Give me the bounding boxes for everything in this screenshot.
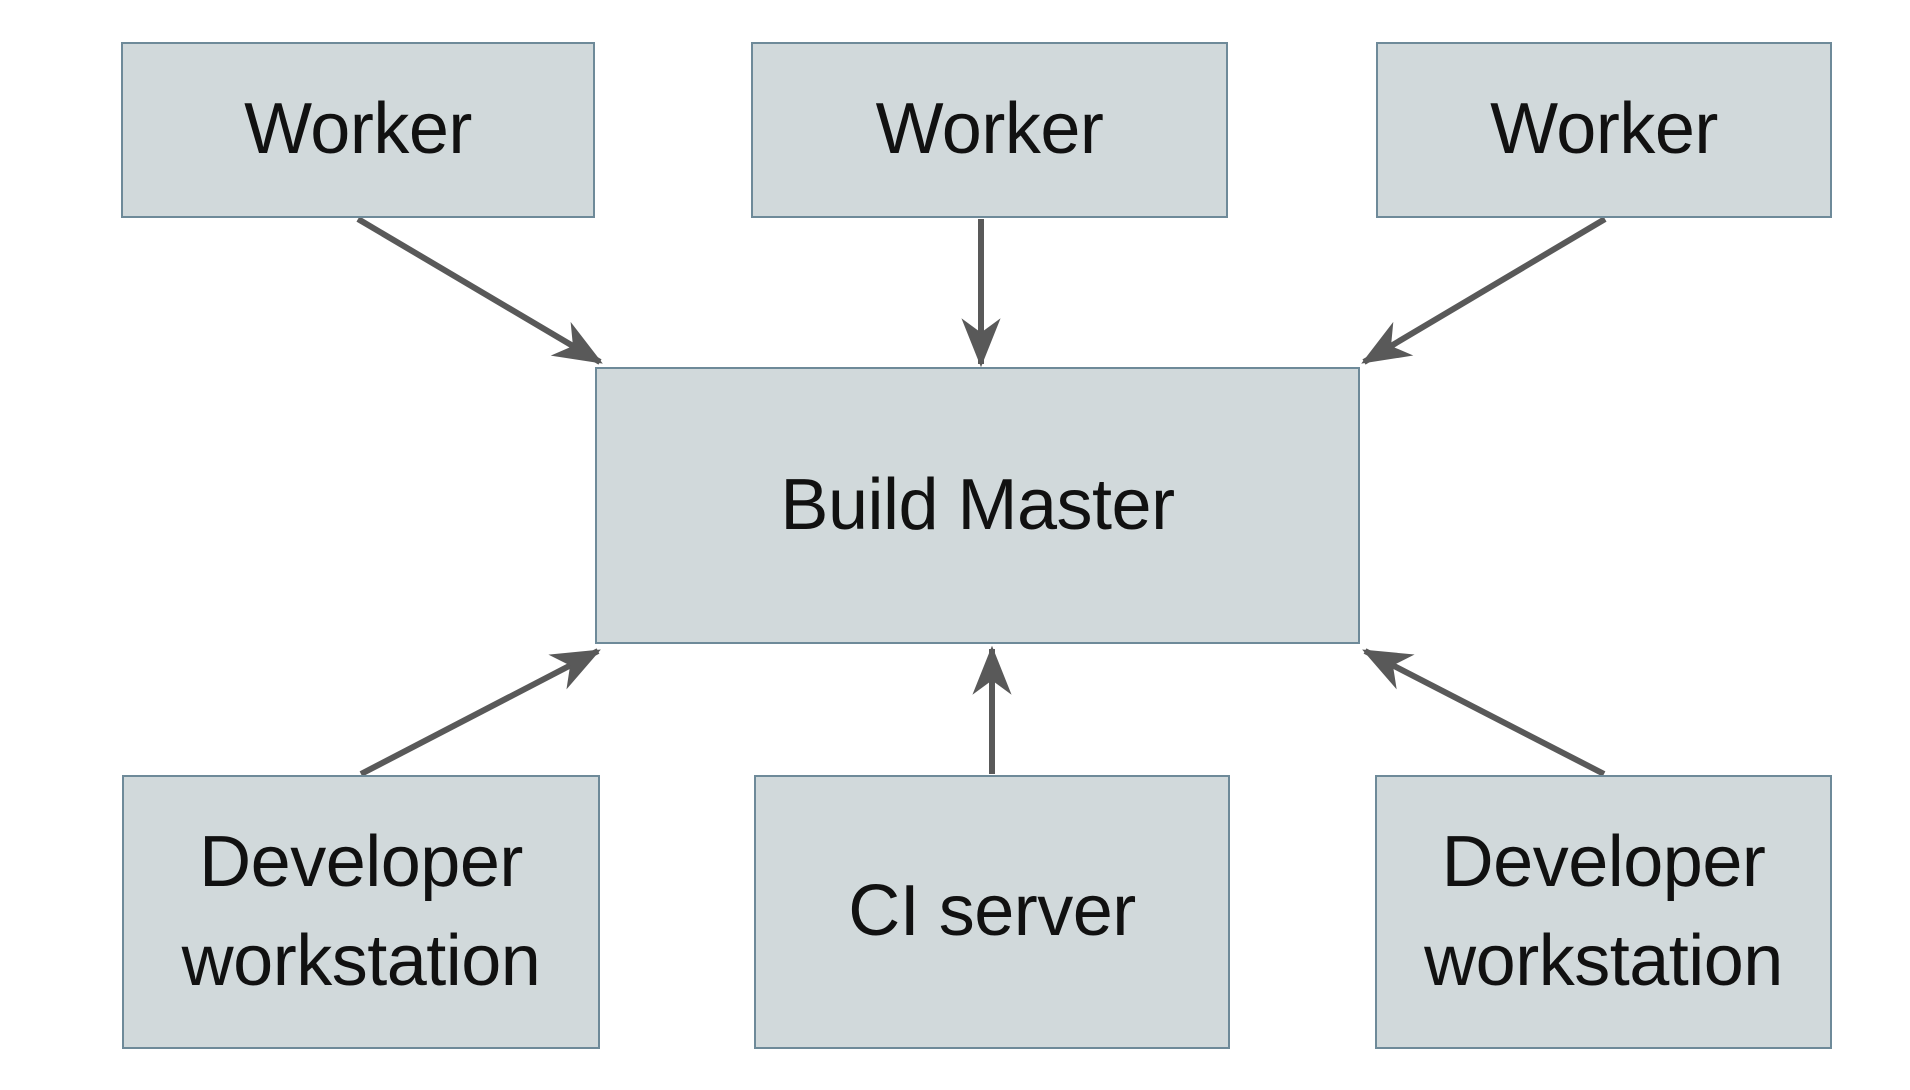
arrow-worker3-to-buildmaster bbox=[1361, 216, 1607, 365]
node-worker-2: Worker bbox=[751, 42, 1228, 218]
node-build-master: Build Master bbox=[595, 367, 1360, 644]
arrow-worker1-to-buildmaster bbox=[356, 216, 603, 365]
node-developer-workstation-left: Developer workstation bbox=[122, 775, 600, 1049]
node-ci-server: CI server bbox=[754, 775, 1230, 1049]
node-worker-3-label: Worker bbox=[1490, 89, 1718, 170]
node-worker-3: Worker bbox=[1376, 42, 1832, 218]
node-developer-workstation-right-label: Developer workstation bbox=[1424, 821, 1783, 1001]
arrow-devleft-to-buildmaster bbox=[359, 648, 601, 777]
node-ci-server-label: CI server bbox=[848, 871, 1136, 952]
node-worker-1-label: Worker bbox=[244, 89, 472, 170]
arrow-devright-to-buildmaster bbox=[1362, 648, 1606, 777]
node-developer-workstation-left-label: Developer workstation bbox=[181, 821, 541, 1001]
node-developer-workstation-right: Developer workstation bbox=[1375, 775, 1832, 1049]
node-worker-1: Worker bbox=[121, 42, 595, 218]
node-worker-2-label: Worker bbox=[875, 89, 1104, 170]
node-build-master-label: Build Master bbox=[780, 464, 1175, 545]
